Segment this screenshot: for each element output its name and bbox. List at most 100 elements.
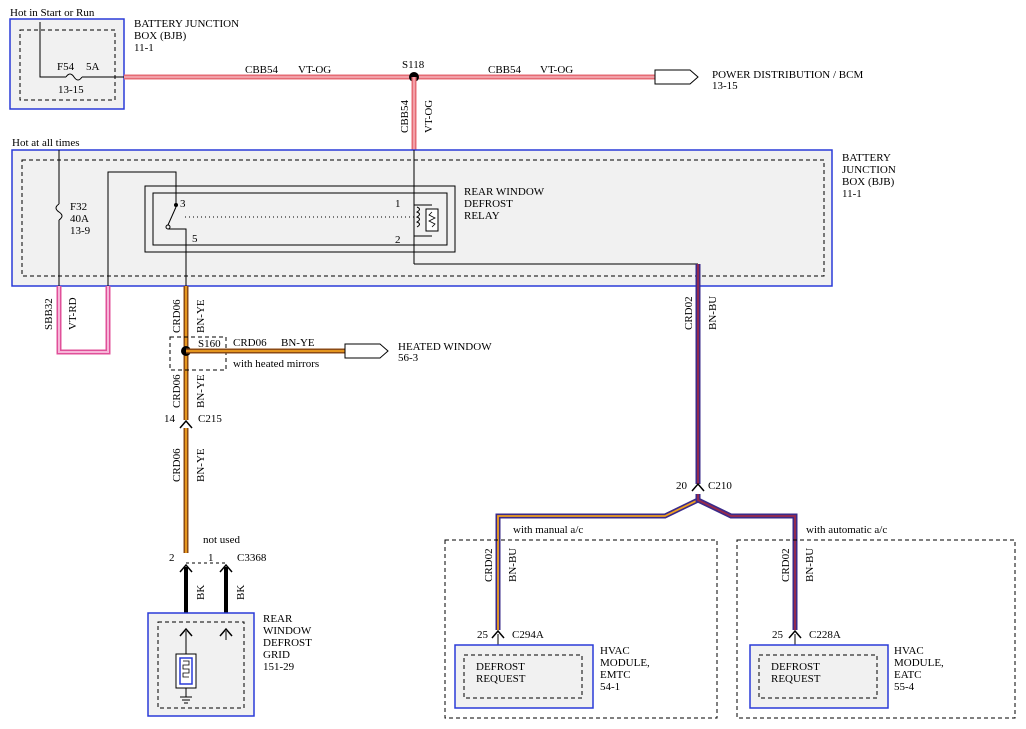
power-dist-line2: 13-15 <box>712 80 738 92</box>
relay-line1: REAR WINDOW <box>464 186 545 198</box>
crd06-c-color: BN-YE <box>195 448 207 482</box>
crd02-left-circuit: CRD02 <box>483 548 495 582</box>
cbb54-right-color: VT-OG <box>540 64 573 76</box>
relay-feed-wire <box>107 171 177 286</box>
relay-outer <box>144 185 456 253</box>
relay-pin3: 3 <box>180 198 186 210</box>
c3368-pin1-icon <box>219 563 233 573</box>
relay-inner <box>152 192 448 246</box>
c215-name: C215 <box>198 413 222 425</box>
crd06-h-color: BN-YE <box>281 337 315 349</box>
sbb32-color: VT-RD <box>67 297 79 330</box>
c210-name: C210 <box>708 480 732 492</box>
with-automatic-label: with automatic a/c <box>806 524 887 536</box>
defrost-request-left-line1: DEFROST <box>476 661 525 673</box>
cbb54-v-circuit: CBB54 <box>399 99 411 133</box>
bjb-main-line3: BOX (BJB) <box>842 176 895 188</box>
power-dist-connector <box>654 69 699 85</box>
crd02-right-circuit: CRD02 <box>780 548 792 582</box>
s160-label: S160 <box>198 338 221 350</box>
hvac-eatc-line3: EATC <box>894 669 922 681</box>
with-heated-mirrors: with heated mirrors <box>233 358 319 370</box>
f32-name: F32 <box>70 201 87 213</box>
c210-pin: 20 <box>676 480 688 492</box>
bjb-top-line1: BATTERY JUNCTION <box>134 18 239 30</box>
grid-line3: DEFROST <box>263 637 312 649</box>
bjb-top-box <box>9 18 125 110</box>
relay-pin1: 1 <box>395 198 401 210</box>
cbb54-v-color: VT-OG <box>423 100 435 133</box>
grid-line2: WINDOW <box>263 625 312 637</box>
s118-label: S118 <box>402 59 425 71</box>
relay-pin2: 2 <box>395 234 401 246</box>
hot-start-run-label: Hot in Start or Run <box>10 7 95 19</box>
bk-left-label: BK <box>195 585 207 600</box>
crd06-b-color: BN-YE <box>195 374 207 408</box>
hvac-emtc-line3: EMTC <box>600 669 631 681</box>
hvac-eatc-line2: MODULE, <box>894 657 944 669</box>
heated-window-line2: 56-3 <box>398 352 419 364</box>
relay-coil-icon <box>415 206 420 228</box>
heated-window-connector <box>344 343 389 359</box>
grid-line1: REAR <box>263 613 293 625</box>
relay-pin5: 5 <box>192 233 198 245</box>
not-used-label: not used <box>203 534 240 546</box>
defrost-request-right-line1: DEFROST <box>771 661 820 673</box>
crd06-b-circuit: CRD06 <box>171 374 183 408</box>
c294a-pin: 25 <box>477 629 489 641</box>
hot-all-times-label: Hot at all times <box>12 137 80 149</box>
c228a-pin: 25 <box>772 629 784 641</box>
defrost-request-left-line2: REQUEST <box>476 673 526 685</box>
with-manual-label: with manual a/c <box>513 524 583 536</box>
crd06-a-circuit: CRD06 <box>171 299 183 333</box>
c3368-pin2-icon <box>179 563 193 573</box>
f54-name: F54 <box>57 61 75 73</box>
c228a-connector-icon <box>788 629 802 639</box>
c294a-name: C294A <box>512 629 544 641</box>
automatic-ac-box <box>736 539 1016 719</box>
cbb54-left-color: VT-OG <box>298 64 331 76</box>
hvac-eatc-line1: HVAC <box>894 645 924 657</box>
relay-line3: RELAY <box>464 210 500 222</box>
defrost-grid-box <box>147 612 255 717</box>
power-dist-line1: POWER DISTRIBUTION / BCM <box>712 69 863 81</box>
crd02-right-color: BN-BU <box>804 548 816 582</box>
hvac-eatc-line4: 55-4 <box>894 681 915 693</box>
heated-window-line1: HEATED WINDOW <box>398 341 492 353</box>
bk-right-label: BK <box>235 585 247 600</box>
bjb-top-line2: BOX (BJB) <box>134 30 187 42</box>
f54-ref: 13-15 <box>58 84 84 96</box>
cbb54-left-circuit: CBB54 <box>245 64 279 76</box>
relay-line2: DEFROST <box>464 198 513 210</box>
manual-ac-box <box>444 539 718 719</box>
c3368-name: C3368 <box>237 552 267 564</box>
sbb32-circuit: SBB32 <box>43 298 55 330</box>
f32-amp: 40A <box>70 213 89 225</box>
bjb-main-line1: BATTERY <box>842 152 891 164</box>
cbb54-right-circuit: CBB54 <box>488 64 522 76</box>
relay-switch-arm <box>167 206 177 226</box>
c210-connector-icon <box>691 482 705 492</box>
grid-element-icon <box>175 653 197 689</box>
crd02-main-circuit: CRD02 <box>683 296 695 330</box>
c228a-name: C228A <box>809 629 841 641</box>
hvac-emtc-line1: HVAC <box>600 645 630 657</box>
crd02-main-color: BN-BU <box>707 296 719 330</box>
hvac-emtc-line4: 54-1 <box>600 681 620 693</box>
bjb-main-line4: 11-1 <box>842 188 862 200</box>
grid-line4: GRID <box>263 649 290 661</box>
crd02-left-color: BN-BU <box>507 548 519 582</box>
c3368-pin2: 2 <box>169 552 175 564</box>
c294a-connector-icon <box>491 629 505 639</box>
bjb-main-box <box>11 149 833 287</box>
crd06-c-circuit: CRD06 <box>171 448 183 482</box>
defrost-request-right-line2: REQUEST <box>771 673 821 685</box>
bjb-main-line2: JUNCTION <box>842 164 896 176</box>
bjb-top-inner <box>19 29 116 101</box>
f54-fuse-icon <box>65 73 83 81</box>
bjb-top-line3: 11-1 <box>134 42 154 54</box>
f54-amp: 5A <box>86 61 100 73</box>
f32-fuse-icon <box>55 203 63 221</box>
grid-line5: 151-29 <box>263 661 295 673</box>
